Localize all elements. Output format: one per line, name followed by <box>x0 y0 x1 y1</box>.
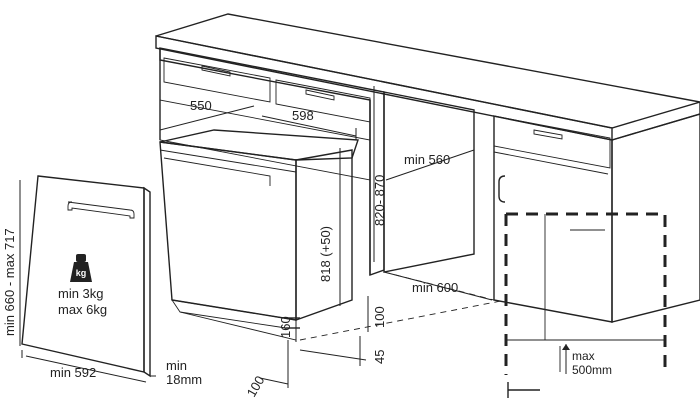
weight-min-label: min 3kg <box>58 286 104 301</box>
left-cabinet <box>159 47 385 276</box>
dim-niche-height: 820- 870 <box>372 175 387 226</box>
dim-max-label: max <box>572 349 595 363</box>
dim-plinth-100-right: 100 <box>372 306 387 328</box>
dim-panel-thickness-min: min <box>166 358 187 373</box>
door-panel: kg min 3kg max 6kg <box>21 175 151 378</box>
drawer-handle-icon <box>533 129 563 140</box>
dim-min-600: min 600 <box>412 280 458 295</box>
dim-plinth-45: 45 <box>372 350 387 364</box>
right-cabinet <box>493 113 700 323</box>
drawer-handle-icon <box>201 65 231 77</box>
drawer-2 <box>275 79 371 123</box>
weight-kg-icon: kg <box>70 254 92 282</box>
middle-cabinet <box>383 91 495 301</box>
dim-panel-width: min 592 <box>50 365 96 380</box>
door-handle-icon <box>67 201 135 219</box>
weight-icon-label: kg <box>76 268 87 278</box>
dim-panel-height: min 660 - max 717 <box>2 228 17 336</box>
dashed-outline <box>504 212 667 398</box>
drawer-handle-icon <box>305 89 335 101</box>
dimension-lines <box>19 86 570 388</box>
dim-plinth-160: 160 <box>278 316 293 338</box>
dim-appliance-height: 818 (+50) <box>318 226 333 282</box>
dim-plinth-100-bottom: 100 <box>244 373 268 399</box>
dim-panel-thickness-value: 18mm <box>166 372 202 387</box>
door-handle-icon <box>498 175 506 203</box>
dim-max-value: 500mm <box>572 363 612 377</box>
dim-cabinet-depth: 550 <box>190 98 212 113</box>
right-drawer <box>493 115 611 169</box>
dim-cabinet-width: 598 <box>292 108 314 123</box>
worktop <box>155 13 700 141</box>
dim-min-560: min 560 <box>404 152 450 167</box>
weight-max-label: max 6kg <box>58 302 107 317</box>
drawer-1 <box>163 57 271 103</box>
